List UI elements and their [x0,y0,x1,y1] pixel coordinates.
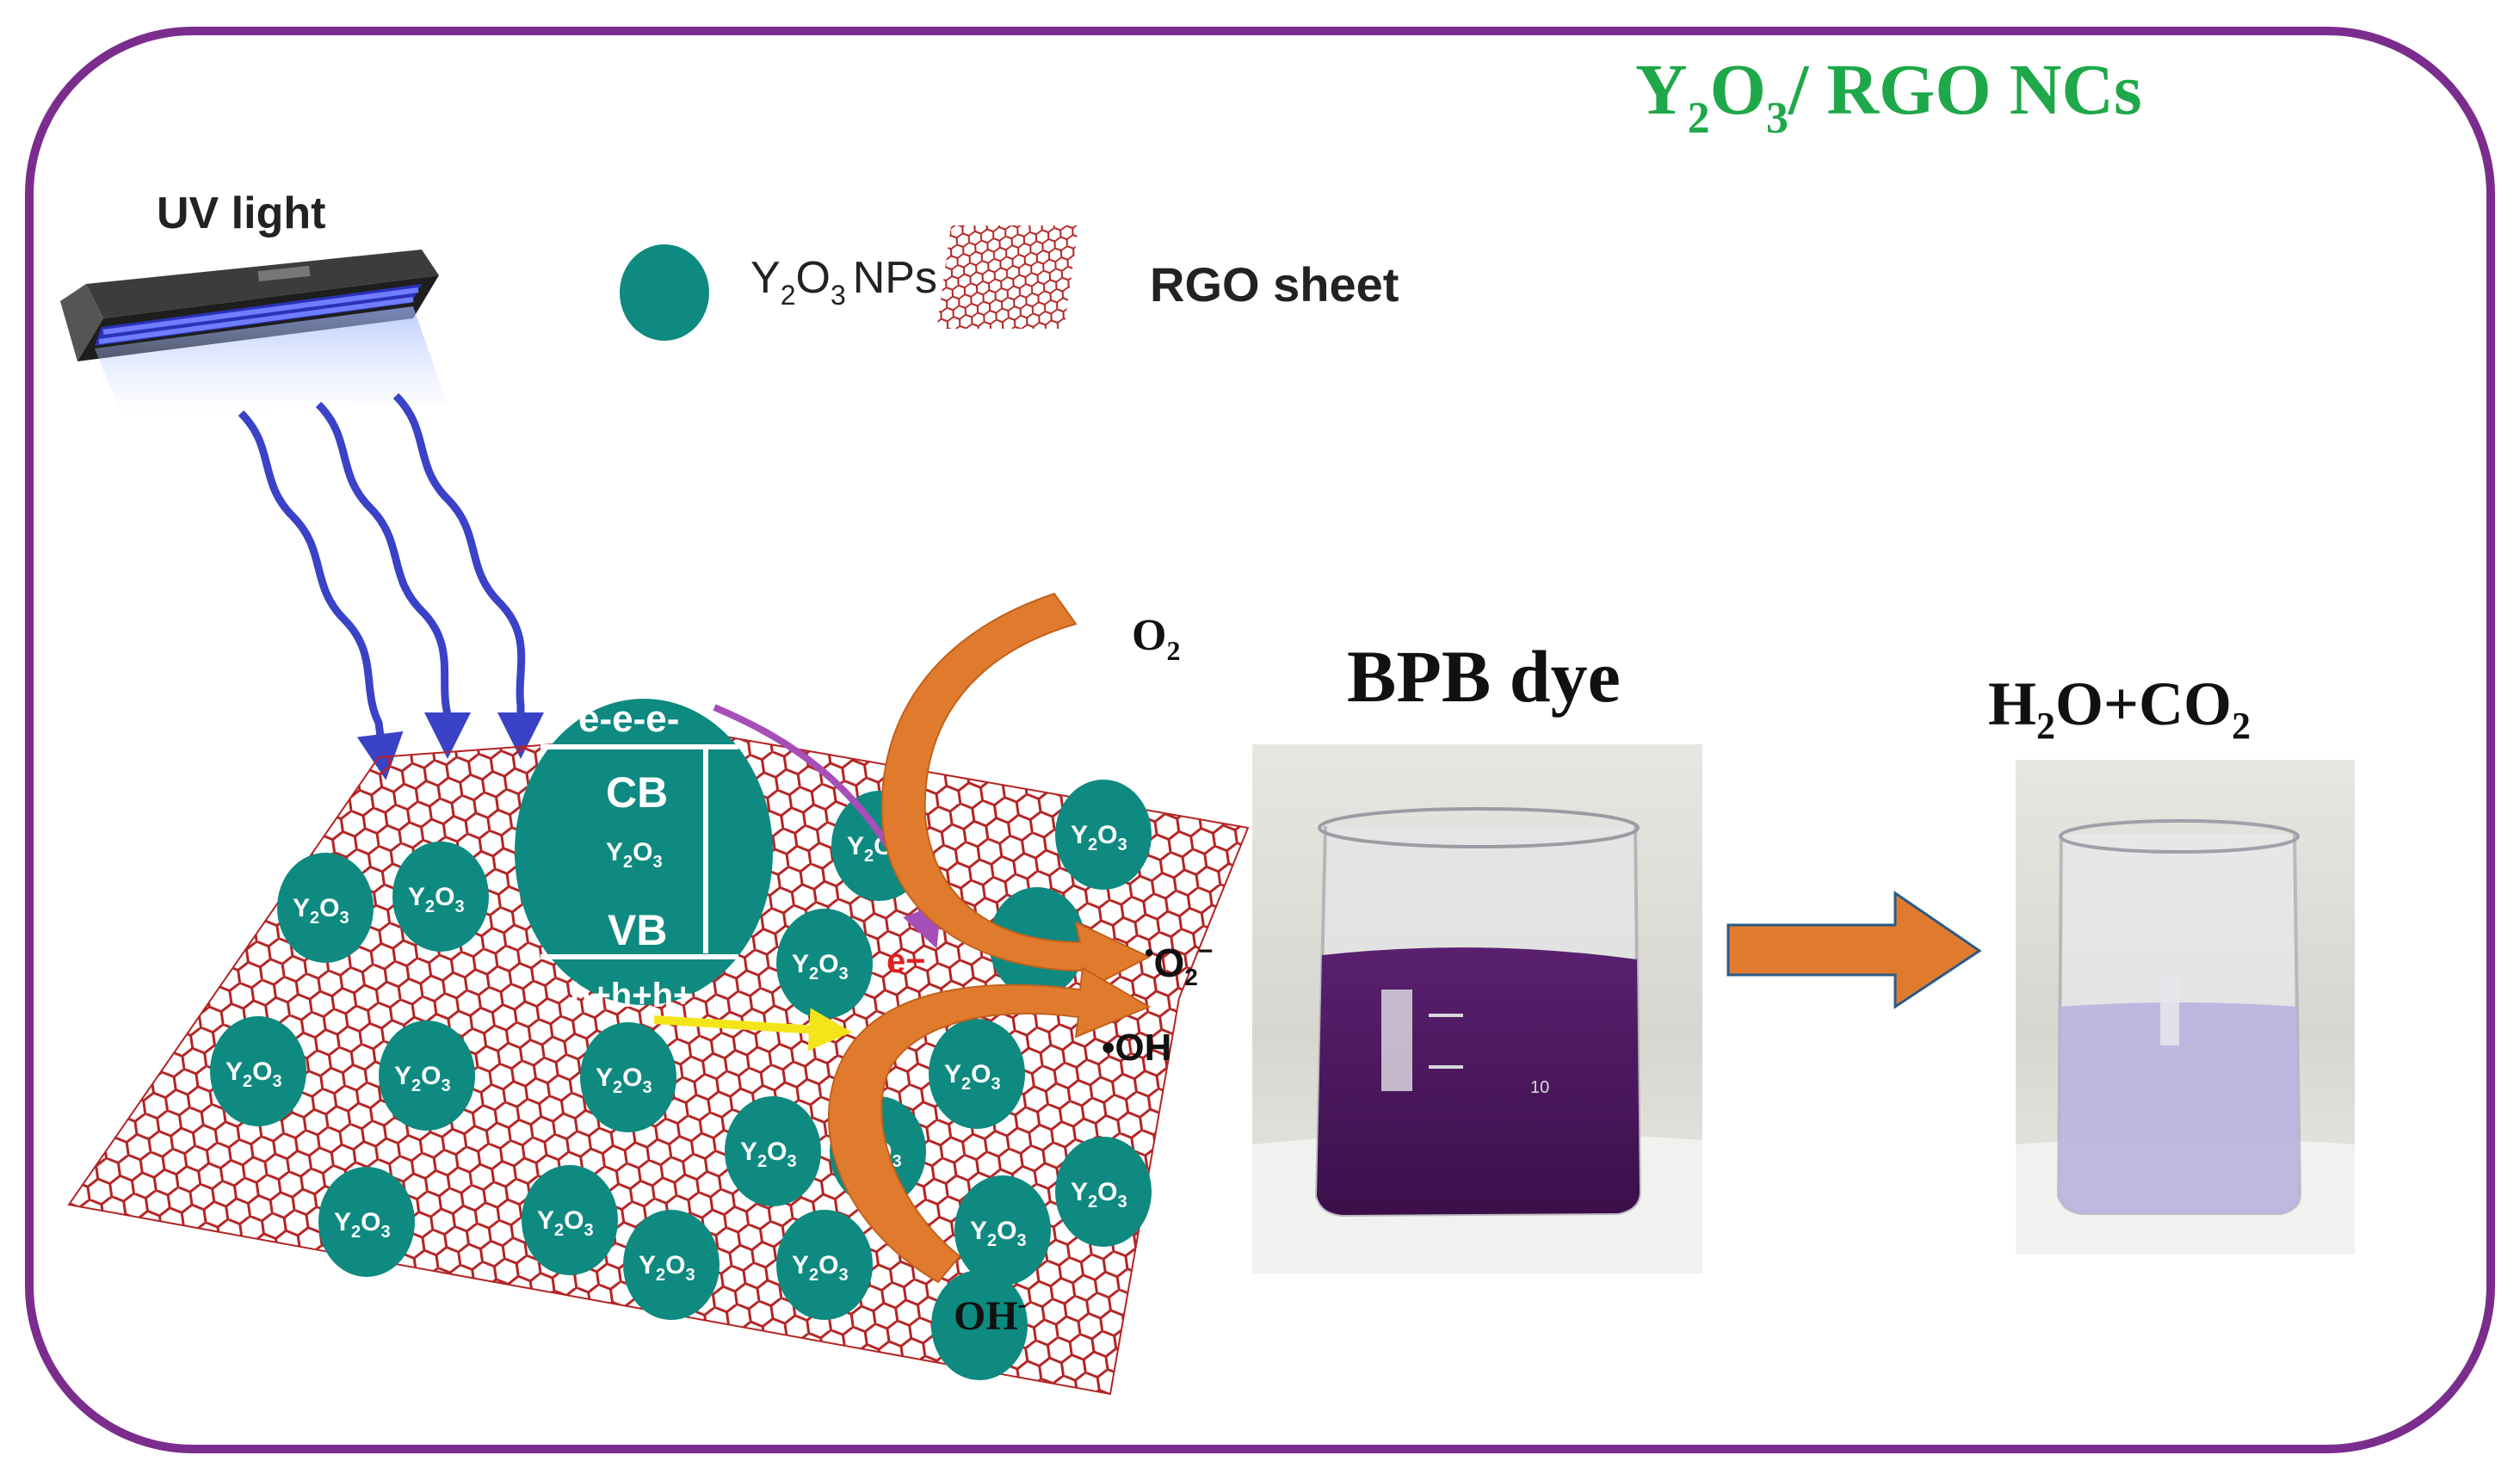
nanoparticle: Y2O3 [1055,1137,1152,1247]
nanoparticle: Y2O3 [929,1019,1025,1129]
diagram-title: Y2O3/ RGO NCs [1635,50,2142,143]
uv-rays [238,392,544,780]
nanoparticle [931,1270,1028,1380]
hole-transfer-arrow [653,1008,852,1051]
uv-ray-1 [238,410,404,780]
electron-label: e− [886,942,926,980]
nanoparticle: Y2O3 [623,1210,720,1320]
svg-text:Y2O3: Y2O3 [944,1060,1001,1094]
nanoparticle: Y2O3 [522,1165,618,1275]
legend-rgo-swatch [936,225,1079,329]
uv-ray-3 [392,392,544,759]
reaction-arrows [828,592,1152,1284]
nanoparticle: Y2O3 [379,1021,475,1131]
band-material-label: Y2O3 [606,838,663,872]
uv-light-label: UV light [157,188,325,238]
nanoparticle: Y2O3 [580,1022,676,1132]
nanoparticle: Y2O3 [277,853,374,963]
valence-holes: h+h+h+ [570,977,693,1014]
svg-text:Y2O3: Y2O3 [596,1064,652,1097]
legend-rgo-label: RGO sheet [1150,257,1399,311]
svg-text:Y2O3: Y2O3 [792,950,849,984]
degraded-beaker-photo [2016,760,2355,1255]
nanoparticle: Y2O3 [318,1167,415,1277]
outer-border [25,27,2495,1453]
conduction-electrons: e-e-e- [578,698,679,740]
nanoparticle: Y2O3 [954,1175,1051,1286]
conduction-band-label: CB [606,768,668,817]
dye-beaker-photo: 10 [1252,744,1702,1273]
superoxide-label: •O2− [1145,937,1213,990]
legend-nanoparticle-swatch [620,244,709,341]
hydroxide-oxidation-arrow [828,966,1152,1284]
degradation-arrow [1726,891,1982,1009]
uv-lamp: UV light [60,188,448,413]
band-diagram: e-e-e- CB Y2O3 VB h+h+h+ [515,698,773,1014]
svg-text:Y2O3: Y2O3 [408,883,465,916]
svg-text:Y2O3: Y2O3 [225,1058,282,1091]
hydroxide-label: OH- [954,1290,1027,1339]
svg-text:Y2O3: Y2O3 [293,894,349,928]
svg-text:10: 10 [1530,1078,1549,1097]
valence-band-label: VB [608,906,667,954]
svg-text:Y2O3: Y2O3 [1071,821,1127,854]
svg-text:Y2O3: Y2O3 [334,1208,391,1242]
nanoparticle: Y2O3 [210,1016,306,1126]
svg-text:Y2O3: Y2O3 [970,1217,1027,1250]
svg-text:Y2O3: Y2O3 [792,1251,849,1285]
nanoparticle: Y2O3 [725,1096,821,1206]
nanoparticle: Y2O3 [776,909,873,1019]
svg-text:Y2O3: Y2O3 [740,1138,797,1171]
hydroxyl-radical-label: •OH [1102,1027,1171,1069]
nanoparticle: Y2O3 [776,1210,873,1320]
svg-text:Y2O3: Y2O3 [394,1062,451,1095]
nanoparticle: Y2O3 [392,842,489,952]
uv-ray-2 [315,401,471,759]
svg-text:Y2O3: Y2O3 [1071,1178,1127,1212]
nanoparticles: Y2O3 Y2O3 Y2O3 Y2O3 Y2O3 Y2O3 Y2O3 Y2O3 … [210,780,1152,1380]
svg-text:Y2O3: Y2O3 [537,1206,594,1240]
oxygen-label: O2 [1132,611,1180,666]
nanoparticle: Y2O3 [1055,780,1152,890]
svg-text:Y2O3: Y2O3 [639,1251,695,1285]
dye-label: BPB dye [1347,635,1621,718]
products-label: H2O+CO2 [1988,669,2251,747]
